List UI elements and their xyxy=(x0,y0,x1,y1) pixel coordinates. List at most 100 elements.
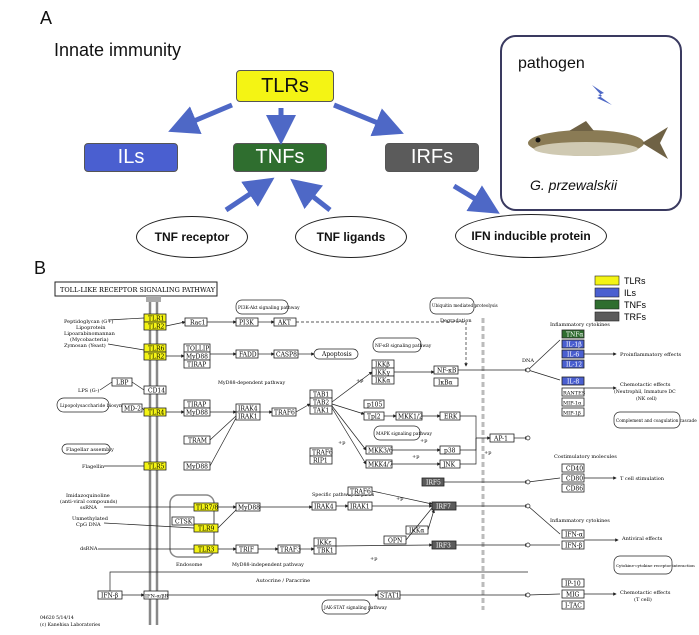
node-tlr3: TLR3 xyxy=(198,547,215,554)
node-tpl2: Tpl2 xyxy=(367,414,381,421)
ligand-imid: Imidazoquinoline xyxy=(66,493,110,499)
mapk-pathway-label: MAPK signaling pathway xyxy=(376,432,432,437)
node-irak4: IRAK4 xyxy=(238,406,258,413)
cytokines-title: Inflammatory cytokines xyxy=(550,322,610,328)
node-tollip: TOLLIP xyxy=(186,346,209,353)
node-cd40: CD40 xyxy=(566,466,583,473)
myd88-dependent-label: MyD88-dependent pathway xyxy=(218,380,285,386)
node-mkk12: MKK1/2 xyxy=(398,414,423,421)
node-stat1: STAT1 xyxy=(380,593,400,600)
node-ifna: IFN-α xyxy=(565,532,583,539)
node-irf3: IRF3 xyxy=(436,543,451,550)
ligand-lps: LPS (G-) xyxy=(78,387,99,394)
legend-ils: ILs xyxy=(624,288,637,298)
node-ikke: IKKε xyxy=(317,540,331,547)
node-ikkb: IKKβ xyxy=(375,362,390,369)
flagellar-assembly: Flagellar assembly xyxy=(66,447,114,453)
plus-p-5: +p xyxy=(396,496,403,502)
chemotactic-label-1b: (Neutrophil, Immature DC xyxy=(614,388,676,395)
ils-node: ILs xyxy=(84,143,178,172)
node-ifnar: IFN-α/βR xyxy=(145,594,168,600)
panel-b-letter: B xyxy=(34,258,47,278)
lipo-biosynthesis: Lipopolysaccharide biosynthesis xyxy=(60,403,136,409)
chemotactic-label-2: Chemotactic effects xyxy=(620,590,671,596)
node-tlr6: TLR6 xyxy=(148,346,165,353)
arrow-irfs-ifn xyxy=(452,183,500,214)
footer-line-1: 04620 5/14/14 xyxy=(40,615,74,621)
antiviral-effects-label: Antiviral effects xyxy=(621,536,663,542)
legend: TLRs ILs TNFs TRFs xyxy=(594,275,646,322)
proinflammatory-label: Proinflammatory effects xyxy=(620,352,681,358)
fish-icon xyxy=(528,121,668,159)
arrow-receptor-tnfs xyxy=(224,177,275,213)
jakstat-label: JAK-STAT signaling pathway xyxy=(323,606,387,611)
chemotactic-label-1: Chemotactic effects xyxy=(620,382,671,388)
arrow-tlrs-irfs xyxy=(333,102,404,137)
node-rantes: RANTES xyxy=(563,391,586,397)
node-rac1: Rac1 xyxy=(190,320,205,327)
node-tak1: TAK1 xyxy=(313,408,329,415)
node-il12: IL-12 xyxy=(566,362,582,369)
node-erk: ERK xyxy=(444,414,458,421)
autocrine-label: Autocrine / Paracrine xyxy=(255,578,310,584)
legend-tlrs: TLRs xyxy=(624,276,646,286)
node-tlr9: TLR9 xyxy=(198,526,215,533)
node-akt: AKT xyxy=(277,320,291,327)
nfkb-pathway-label: NF-κB signaling pathway xyxy=(375,344,432,349)
kegg-pathway-diagram: TOLL-LIKE RECEPTOR SIGNALING PATHWAY TLR… xyxy=(40,275,697,628)
legend-tnfs: TNFs xyxy=(624,300,646,310)
cytokines-title-2: Inflammatory cytokines xyxy=(550,518,610,524)
dna-label: DNA xyxy=(522,358,534,364)
cytokine-receptor-label: Cytokine-cytokine receptor interaction xyxy=(616,563,695,568)
tcell-stim-label: T cell stimulation xyxy=(620,476,665,482)
node-il8: IL-8 xyxy=(567,379,579,386)
node-ikka2: IKKα xyxy=(409,528,424,535)
node-cd80: CD80 xyxy=(566,476,583,483)
pathogen-label: pathogen xyxy=(518,55,585,72)
node-traf6b: TRAF6 xyxy=(312,450,333,457)
ligand-cpg2: CpG DNA xyxy=(76,522,101,528)
node-mig: MIG xyxy=(566,592,580,599)
costim-title: Costimulatory molecules xyxy=(554,454,617,460)
node-ikkg: IKKγ xyxy=(375,370,390,377)
node-myd88c: MyD88 xyxy=(186,464,208,471)
plus-p-6: +p xyxy=(370,556,377,562)
ligand-ssrna: ssRNA xyxy=(80,505,97,511)
node-nfkb: NF-κB xyxy=(437,368,457,375)
degradation-label: Degradation xyxy=(440,318,472,324)
chemotactic-label-1c: (NK cell) xyxy=(636,395,657,402)
node-tirap: TIRAP xyxy=(187,362,206,369)
node-casp8: CASP8 xyxy=(276,352,297,359)
node-tab2: TAB2 xyxy=(313,400,329,407)
node-il1b: IL-1β xyxy=(566,342,582,349)
node-irak1b: IRAK1 xyxy=(350,504,370,511)
endosome-label: Endosome xyxy=(176,562,202,568)
node-irak1: IRAK1 xyxy=(238,414,258,421)
ubiquitin-label: Ubiquitin mediated proteolysis xyxy=(432,303,498,308)
node-traf6: TRAF6 xyxy=(274,410,295,417)
node-tlr4: TLR4 xyxy=(148,410,165,417)
legend-trfs: TRFs xyxy=(624,312,646,322)
node-irak4b: IRAK4 xyxy=(314,504,334,511)
node-irf5: IRF5 xyxy=(426,480,441,487)
node-tbk1: TBK1 xyxy=(317,548,334,555)
node-fadd: FADD xyxy=(239,352,257,359)
innate-immunity-title: Innate immunity xyxy=(54,40,182,60)
ligand-myco: (Mycobacteria) xyxy=(70,336,109,343)
node-traf3: TRAF3 xyxy=(280,547,301,554)
panel-a-letter: A xyxy=(40,8,53,28)
node-ctsk: CTSK xyxy=(175,519,193,526)
node-trif: TRIF xyxy=(239,547,254,554)
node-myd88a: MyD88 xyxy=(186,354,208,361)
node-traf6c: TRAF6 xyxy=(350,489,371,496)
complement-label: Complement and coagulation cascade xyxy=(616,418,697,423)
node-tab1: TAB1 xyxy=(313,392,329,399)
node-ikka: IKKα xyxy=(375,378,390,385)
ligand-pg: Peptidoglycan (G+) xyxy=(64,318,113,325)
plus-p-4: +p xyxy=(412,454,419,460)
tlrs-node: TLRs xyxy=(236,70,334,102)
ifn-inducible-protein-node: IFN inducible protein xyxy=(455,214,607,258)
node-mip1b: MIP-1β xyxy=(563,411,581,417)
node-tlr1: TLR1 xyxy=(148,316,164,323)
pathway-title: TOLL-LIKE RECEPTOR SIGNALING PATHWAY xyxy=(60,286,216,294)
